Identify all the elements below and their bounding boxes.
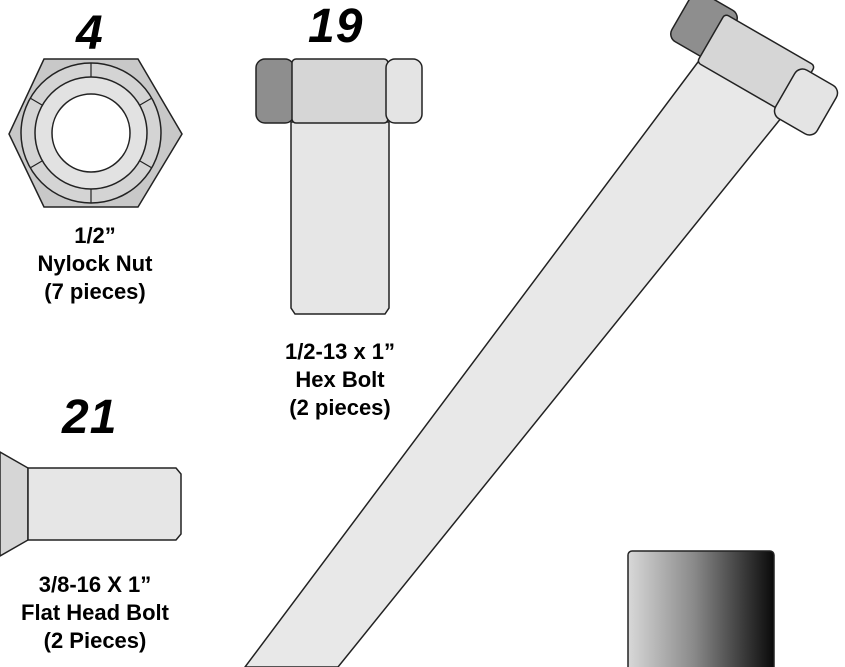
hex-bolt-shank [290, 121, 390, 315]
flat-bolt-name: Flat Head Bolt [21, 600, 169, 625]
flat-bolt-part-number: 21 [62, 391, 118, 444]
nut-ring-ticks [29, 63, 153, 203]
hex-bolt-head-right-face [385, 58, 423, 124]
nut-quantity: (7 pieces) [44, 279, 146, 304]
nut-part-number: 4 [76, 7, 104, 60]
hex-bolt-size: 1/2-13 x 1” [284, 339, 396, 364]
hex-bolt-part-number: 19 [308, 0, 364, 53]
hex-bolt-name: Hex Bolt [295, 367, 385, 392]
flat-head-bolt-illustration [0, 451, 182, 557]
hex-bolt-quantity: (2 pieces) [289, 395, 391, 420]
hex-bolt-illustration [255, 58, 423, 315]
flat-bolt-size: 3/8-16 X 1” [38, 572, 152, 597]
nut-caption: 1/2” Nylock Nut (7 pieces) [10, 222, 180, 306]
diagonal-bolt-head-right-face [773, 68, 839, 136]
nut-bore [51, 93, 131, 173]
nut-name: Nylock Nut [37, 251, 153, 276]
flat-head-bolt-shank [27, 467, 182, 541]
hex-bolt-head-left-face [255, 58, 295, 124]
nylock-nut-illustration [8, 58, 183, 208]
hex-bolt-caption: 1/2-13 x 1” Hex Bolt (2 pieces) [250, 338, 430, 422]
diagonal-bolt-illustration [244, 0, 839, 667]
flat-bolt-quantity: (2 Pieces) [43, 628, 147, 653]
hex-bolt-head-center-face [291, 58, 389, 124]
nut-size: 1/2” [74, 223, 116, 248]
flat-bolt-caption: 3/8-16 X 1” Flat Head Bolt (2 Pieces) [5, 571, 185, 655]
gradient-block-illustration [627, 550, 775, 667]
flat-head-bolt-countersunk-head [0, 451, 29, 557]
